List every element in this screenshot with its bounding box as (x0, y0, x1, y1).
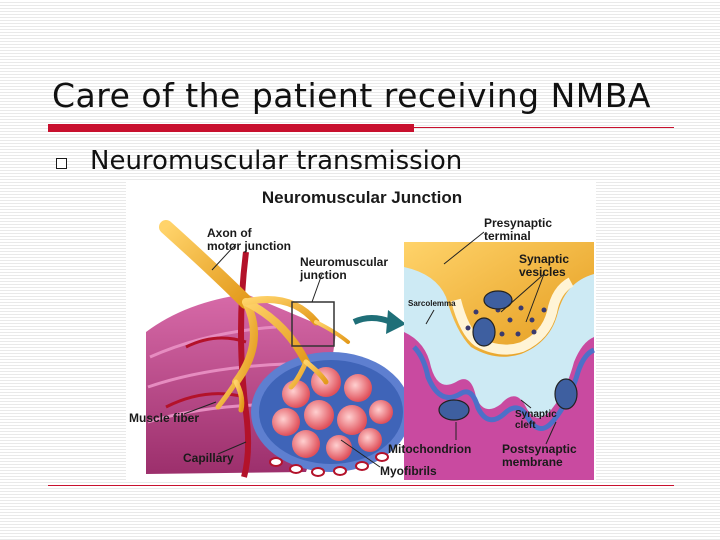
figure-title: Neuromuscular Junction (262, 188, 462, 207)
label-presynaptic-line1: Presynaptic (484, 216, 552, 230)
label-nmj-line1: Neuromuscular (300, 255, 388, 269)
label-cleft-line2: cleft (515, 420, 536, 431)
label-cleft-line1: Synaptic (515, 409, 557, 420)
bullet-square-icon (56, 158, 67, 169)
title-divider-line (414, 127, 674, 128)
label-muscle-fiber: Muscle fiber (129, 411, 199, 425)
label-nmj-line2: junction (299, 268, 347, 282)
label-axon-line2: motor junction (207, 239, 291, 253)
label-presynaptic-line2: terminal (484, 229, 531, 243)
footer-divider-line (48, 485, 674, 486)
label-postsynaptic-line2: membrane (502, 455, 563, 469)
label-postsynaptic-line1: Postsynaptic (502, 442, 577, 456)
label-vesicles-line1: Synaptic (519, 252, 569, 266)
label-mitochondrion: Mitochondrion (388, 442, 471, 456)
label-capillary: Capillary (183, 451, 234, 465)
neuromuscular-junction-diagram: Neuromuscular Junction (126, 182, 596, 480)
label-sarcolemma: Sarcolemma (408, 299, 456, 308)
label-vesicles-line2: vesicles (519, 265, 566, 279)
label-myofibrils: Myofibrils (380, 464, 437, 478)
bullet-text: Neuromuscular transmission (90, 146, 462, 176)
title-accent-bar (48, 124, 414, 132)
label-axon-line1: Axon of (207, 226, 253, 240)
slide-title: Care of the patient receiving NMBA (52, 76, 651, 115)
